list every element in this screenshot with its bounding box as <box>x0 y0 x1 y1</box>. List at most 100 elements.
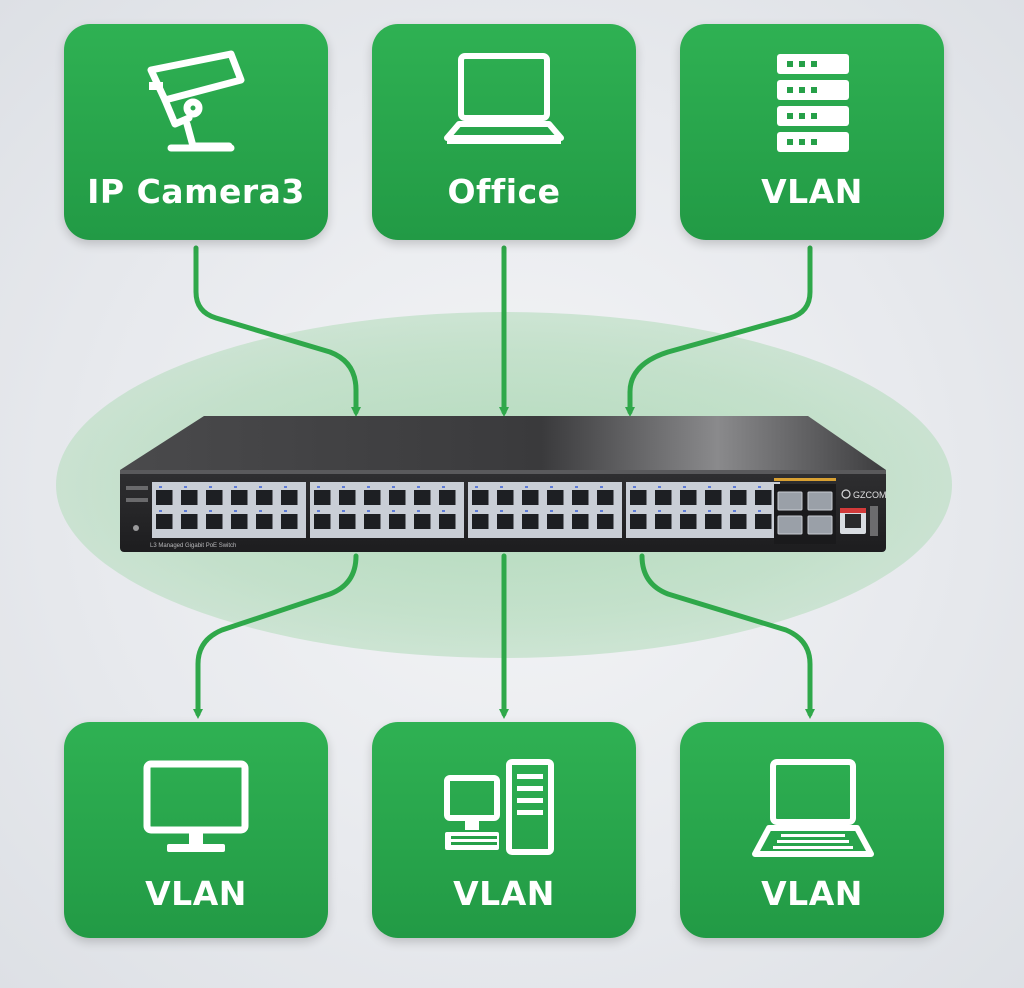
tile-label: Office <box>447 172 561 211</box>
port-led <box>550 486 553 488</box>
port-led <box>633 510 636 512</box>
rj45-port <box>547 490 564 505</box>
rj45-port <box>231 490 248 505</box>
rj45-port <box>156 490 173 505</box>
tile-office: Office <box>372 24 636 240</box>
rj45-port <box>256 490 273 505</box>
port-led <box>234 486 237 488</box>
port-led <box>159 510 162 512</box>
tile-vlan-server: VLAN <box>680 24 944 240</box>
port-led <box>758 510 761 512</box>
rj45-port <box>389 490 406 505</box>
rj45-port <box>730 490 747 505</box>
rj45-port <box>414 490 431 505</box>
security-camera-icon <box>147 50 245 152</box>
rj45-port <box>314 514 331 529</box>
rj45-port <box>597 490 614 505</box>
switch-model-caption: L3 Managed Gigabit PoE Switch <box>150 543 236 549</box>
rj45-port <box>547 514 564 529</box>
port-led <box>342 486 345 488</box>
link-switch-to-vlan-laptop <box>639 553 815 719</box>
rj45-port <box>364 514 381 529</box>
port-led <box>708 486 711 488</box>
tile-label: VLAN <box>453 874 555 913</box>
tile-label: VLAN <box>761 172 863 211</box>
port-led <box>417 486 420 488</box>
rj45-port <box>680 514 697 529</box>
rj45-port <box>281 490 298 505</box>
port-led <box>683 486 686 488</box>
port-group <box>626 482 780 538</box>
rj45-port <box>522 514 539 529</box>
rj45-port <box>256 514 273 529</box>
port-led <box>525 510 528 512</box>
rj45-port <box>730 514 747 529</box>
port-led <box>234 510 237 512</box>
tile-label: VLAN <box>145 874 247 913</box>
rj45-port <box>439 514 456 529</box>
port-led <box>442 510 445 512</box>
port-led <box>317 486 320 488</box>
rj45-port <box>705 514 722 529</box>
port-led <box>758 486 761 488</box>
link-switch-to-vlan-monitor <box>193 553 359 719</box>
port-led <box>475 510 478 512</box>
port-led <box>442 486 445 488</box>
tile-vlan-desktop: VLAN <box>372 722 636 938</box>
server-rack-icon <box>777 54 849 152</box>
desktop-computer-icon <box>444 759 554 855</box>
port-led <box>284 510 287 512</box>
port-led <box>259 510 262 512</box>
port-led <box>392 510 395 512</box>
rj45-port <box>755 514 772 529</box>
port-led <box>209 510 212 512</box>
port-led <box>317 510 320 512</box>
rj45-port <box>364 490 381 505</box>
port-led <box>600 486 603 488</box>
rj45-port <box>472 490 489 505</box>
rj45-port <box>680 490 697 505</box>
link-camera-to-switch <box>193 245 361 417</box>
rj45-port <box>655 514 672 529</box>
rj45-port <box>231 514 248 529</box>
port-led <box>259 486 262 488</box>
port-led <box>550 510 553 512</box>
tile-ip-camera: IP Camera3 <box>64 24 328 240</box>
port-led <box>575 486 578 488</box>
monitor-icon <box>143 760 249 852</box>
port-led <box>658 486 661 488</box>
rj45-port <box>572 490 589 505</box>
rj45-port <box>755 490 772 505</box>
rj45-port <box>472 514 489 529</box>
port-led <box>500 510 503 512</box>
rj45-port <box>705 490 722 505</box>
port-led <box>392 486 395 488</box>
rj45-port <box>655 490 672 505</box>
port-led <box>367 510 370 512</box>
port-led <box>342 510 345 512</box>
rj45-port <box>206 490 223 505</box>
rj45-port <box>439 490 456 505</box>
port-led <box>184 486 187 488</box>
port-led <box>575 510 578 512</box>
rj45-port <box>522 490 539 505</box>
port-led <box>284 486 287 488</box>
port-led <box>159 486 162 488</box>
port-led <box>417 510 420 512</box>
laptop-icon <box>444 53 564 144</box>
link-vlan-server-to-switch <box>625 245 813 417</box>
tile-vlan-monitor: VLAN <box>64 722 328 938</box>
port-led <box>633 486 636 488</box>
port-led <box>475 486 478 488</box>
port-led <box>367 486 370 488</box>
port-led <box>658 510 661 512</box>
l3-managed-poe-switch: GZCOM L3 Managed Gigabit PoE Switch <box>120 416 887 552</box>
port-group <box>310 482 464 538</box>
rj45-port <box>597 514 614 529</box>
rj45-port <box>630 490 647 505</box>
port-led <box>733 510 736 512</box>
rj45-port <box>497 514 514 529</box>
port-led <box>209 486 212 488</box>
tile-label: IP Camera3 <box>87 172 305 211</box>
